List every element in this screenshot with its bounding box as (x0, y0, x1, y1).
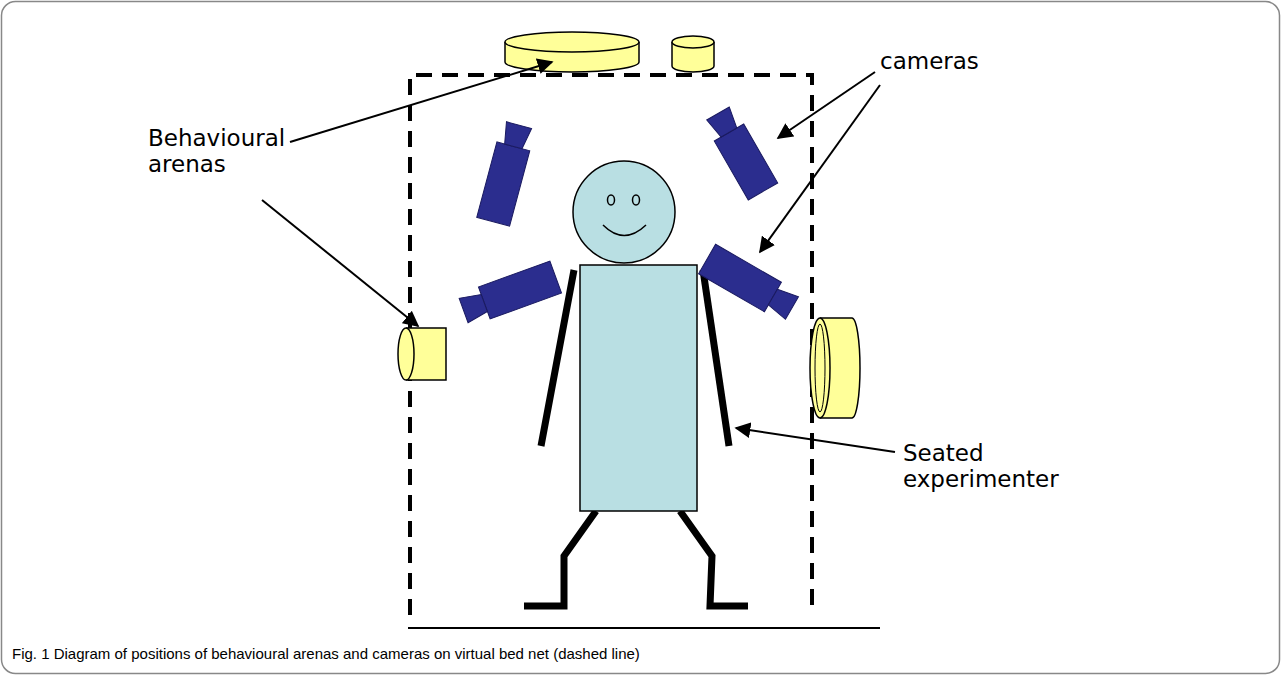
bed-net (410, 75, 812, 615)
figure-caption: Fig. 1 Diagram of positions of behaviour… (12, 645, 640, 662)
behavioural-arena (672, 36, 714, 72)
leg (680, 511, 748, 606)
camera (703, 105, 777, 200)
ground-line (408, 627, 880, 629)
camera-label: cameras (880, 48, 1020, 74)
leader-line (760, 85, 880, 252)
arm (703, 270, 729, 446)
camera (458, 261, 562, 326)
leader-line (290, 62, 552, 142)
camera (699, 244, 801, 322)
camera (477, 121, 536, 226)
experimenter-head (573, 161, 675, 263)
leader-line (262, 200, 418, 326)
behavioural-arena (398, 328, 446, 380)
behavioural-arena (810, 318, 860, 418)
leader-line (736, 428, 895, 452)
arena-label: Behavioural arenas (148, 125, 298, 178)
behavioural-arena (505, 32, 639, 72)
experimenter-body (580, 265, 697, 511)
leg (524, 511, 596, 606)
experimenter-label: Seated experimenter (903, 440, 1053, 493)
leader-line (778, 72, 875, 138)
